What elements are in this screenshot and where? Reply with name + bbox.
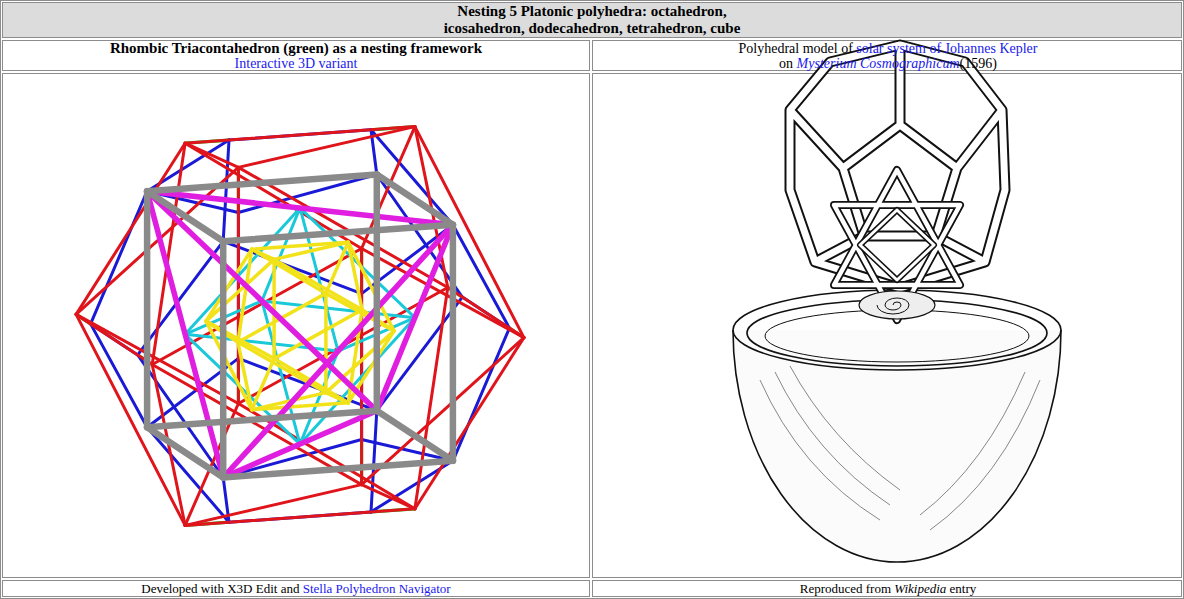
icosahedron-edge bbox=[415, 288, 448, 509]
icosahedron-edge bbox=[185, 485, 362, 526]
bowl-hatch bbox=[760, 366, 900, 520]
caption-text: Polyhedral model of bbox=[739, 41, 853, 56]
icosahedron-edge bbox=[76, 314, 185, 525]
caption-line: Rhombic Triacontahedron (green) as a nes… bbox=[0, 40, 592, 56]
cube-edge bbox=[374, 175, 381, 411]
caption-line: Reproduced fromWikipedia entry bbox=[592, 580, 1184, 597]
inner-edge bbox=[252, 249, 274, 259]
icosahedron-edge bbox=[152, 249, 361, 365]
cube-edge bbox=[147, 427, 223, 477]
inner-edge bbox=[324, 293, 328, 392]
caption-text: Interactive 3D variant bbox=[235, 56, 358, 71]
caption-text: entry bbox=[950, 581, 977, 596]
caption-text: Rhombic Triacontahedron (green) as a nes… bbox=[110, 40, 482, 56]
cube-edge bbox=[223, 461, 453, 478]
bowl bbox=[733, 290, 1061, 562]
tetrahedron-edge bbox=[147, 191, 377, 411]
cube-edge bbox=[377, 175, 453, 225]
cube-edge bbox=[450, 225, 457, 461]
caption-text: Developed with X3D Edit and bbox=[141, 581, 299, 596]
cube-edge bbox=[220, 241, 227, 477]
dodecahedron-edge bbox=[223, 140, 229, 241]
inner-edge bbox=[348, 242, 362, 309]
inner-edge bbox=[326, 242, 348, 293]
octa-frame bbox=[860, 210, 934, 280]
icosahedron-edge bbox=[185, 143, 238, 167]
sun-spiral bbox=[877, 298, 909, 314]
caption-text: Mysterium Cosmographicum bbox=[797, 56, 960, 71]
cube-edge bbox=[147, 175, 377, 192]
bowl-hatch bbox=[920, 372, 1040, 530]
tetra-face bbox=[834, 170, 960, 320]
caption-text: Wikipedia bbox=[894, 581, 946, 596]
octa-face bbox=[860, 210, 934, 280]
caption-text: on bbox=[779, 56, 793, 71]
inner-edge bbox=[326, 331, 394, 393]
dodecahedron-edge bbox=[371, 411, 377, 512]
inner-edge bbox=[274, 259, 362, 309]
icosahedron-edge bbox=[76, 143, 185, 314]
icosahedron-edge bbox=[360, 249, 363, 485]
icosahedron-edge bbox=[448, 288, 524, 338]
inner-solids bbox=[834, 170, 960, 320]
bowl-rim bbox=[733, 290, 1061, 370]
tetrahedron-edge bbox=[377, 225, 453, 411]
cube-edge bbox=[147, 191, 223, 241]
icosahedron-edge bbox=[185, 127, 415, 144]
header-line: Nesting 5 Platonic polyhedra: octahedron… bbox=[0, 3, 1184, 37]
caption-text: Reproduced from bbox=[800, 581, 891, 596]
tetrahedron-edge bbox=[147, 191, 223, 477]
inner-edge bbox=[252, 242, 348, 249]
cube-edge bbox=[377, 411, 453, 461]
tetra-frame bbox=[834, 170, 960, 320]
inner-edge bbox=[206, 321, 252, 410]
caption-line: Polyhedral model ofsolar system of Johan… bbox=[592, 40, 1184, 57]
caption-line: on Mysterium Cosmographicum(1596) bbox=[592, 55, 1184, 72]
cube-edge bbox=[144, 191, 151, 427]
table-title: Nesting 5 Platonic polyhedra: octahedron… bbox=[417, 3, 767, 37]
bowl-outline bbox=[733, 330, 1061, 562]
caption-text: solar system of Johannes Kepler bbox=[856, 41, 1037, 56]
caption-line: Developed with X3D Edit and Stella Polyhe… bbox=[0, 580, 592, 597]
caption-text: (1596) bbox=[960, 56, 997, 71]
cube-edge bbox=[147, 411, 377, 428]
inner-edge bbox=[252, 359, 274, 410]
sun-disc bbox=[859, 291, 935, 319]
polyhedra-illustration bbox=[0, 0, 592, 599]
caption-line: Interactive 3D variant bbox=[0, 55, 592, 72]
caption-text: Stella Polyhedron Navigator bbox=[303, 581, 451, 596]
icosahedron-edge bbox=[415, 127, 524, 338]
tetrahedron-edge bbox=[223, 225, 453, 478]
cube-edge bbox=[223, 225, 453, 242]
icosahedron-edge bbox=[152, 143, 185, 364]
